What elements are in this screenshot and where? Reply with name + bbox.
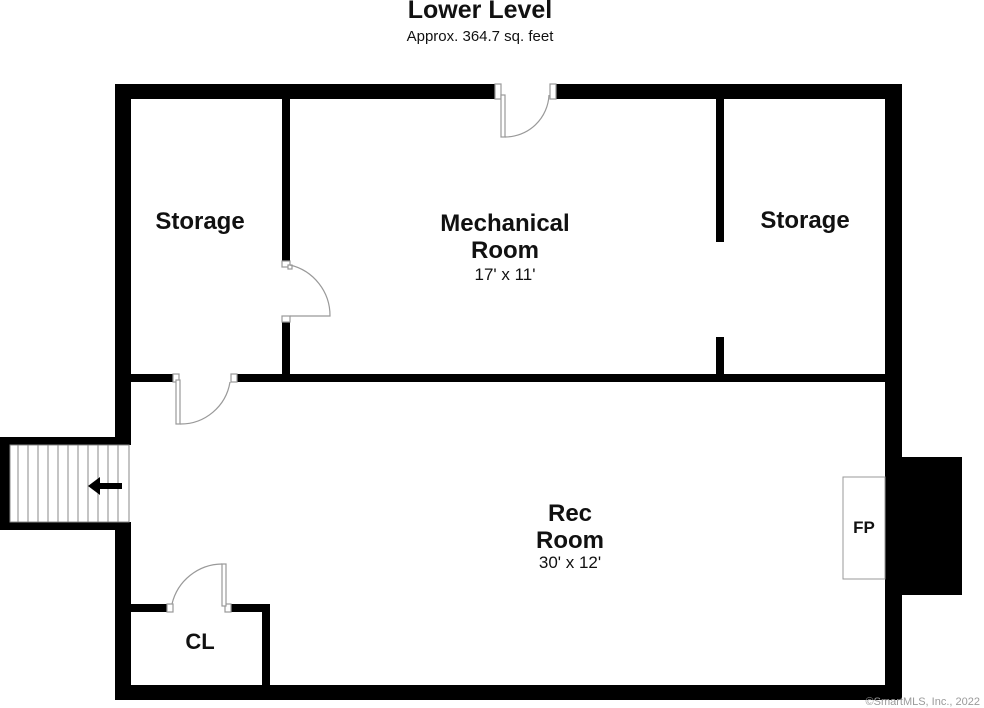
door-hall: [172, 373, 238, 425]
fireplace: [842, 457, 962, 595]
rec-room-dimensions: 30' x 12': [538, 553, 602, 572]
mechanical-room-dimensions: 17' x 11': [474, 265, 536, 284]
storage-left-label: Storage: [155, 208, 245, 235]
door-closet: [166, 563, 232, 613]
fireplace-label: FP: [853, 518, 875, 537]
door-storage-left: [281, 260, 331, 323]
outer-walls: [115, 84, 902, 700]
copyright-text: ©SmartMLS, Inc., 2022: [865, 696, 981, 708]
mechanical-room-label-line1: Mechanical: [440, 210, 570, 237]
page-title: Lower Level: [407, 0, 553, 24]
area-subtitle: Approx. 364.7 sq. feet: [406, 28, 554, 45]
left-arrow-icon: [88, 477, 122, 495]
closet-label: CL: [185, 629, 215, 654]
mechanical-room-label-line2: Room: [471, 237, 539, 264]
rec-room-label-line1: Rec: [547, 500, 593, 527]
door-mechanical-top: [494, 83, 557, 138]
rec-room-label-line2: Room: [536, 527, 604, 554]
stairs: [0, 437, 131, 530]
interior-walls: [131, 99, 886, 685]
storage-right-label: Storage: [760, 207, 850, 234]
